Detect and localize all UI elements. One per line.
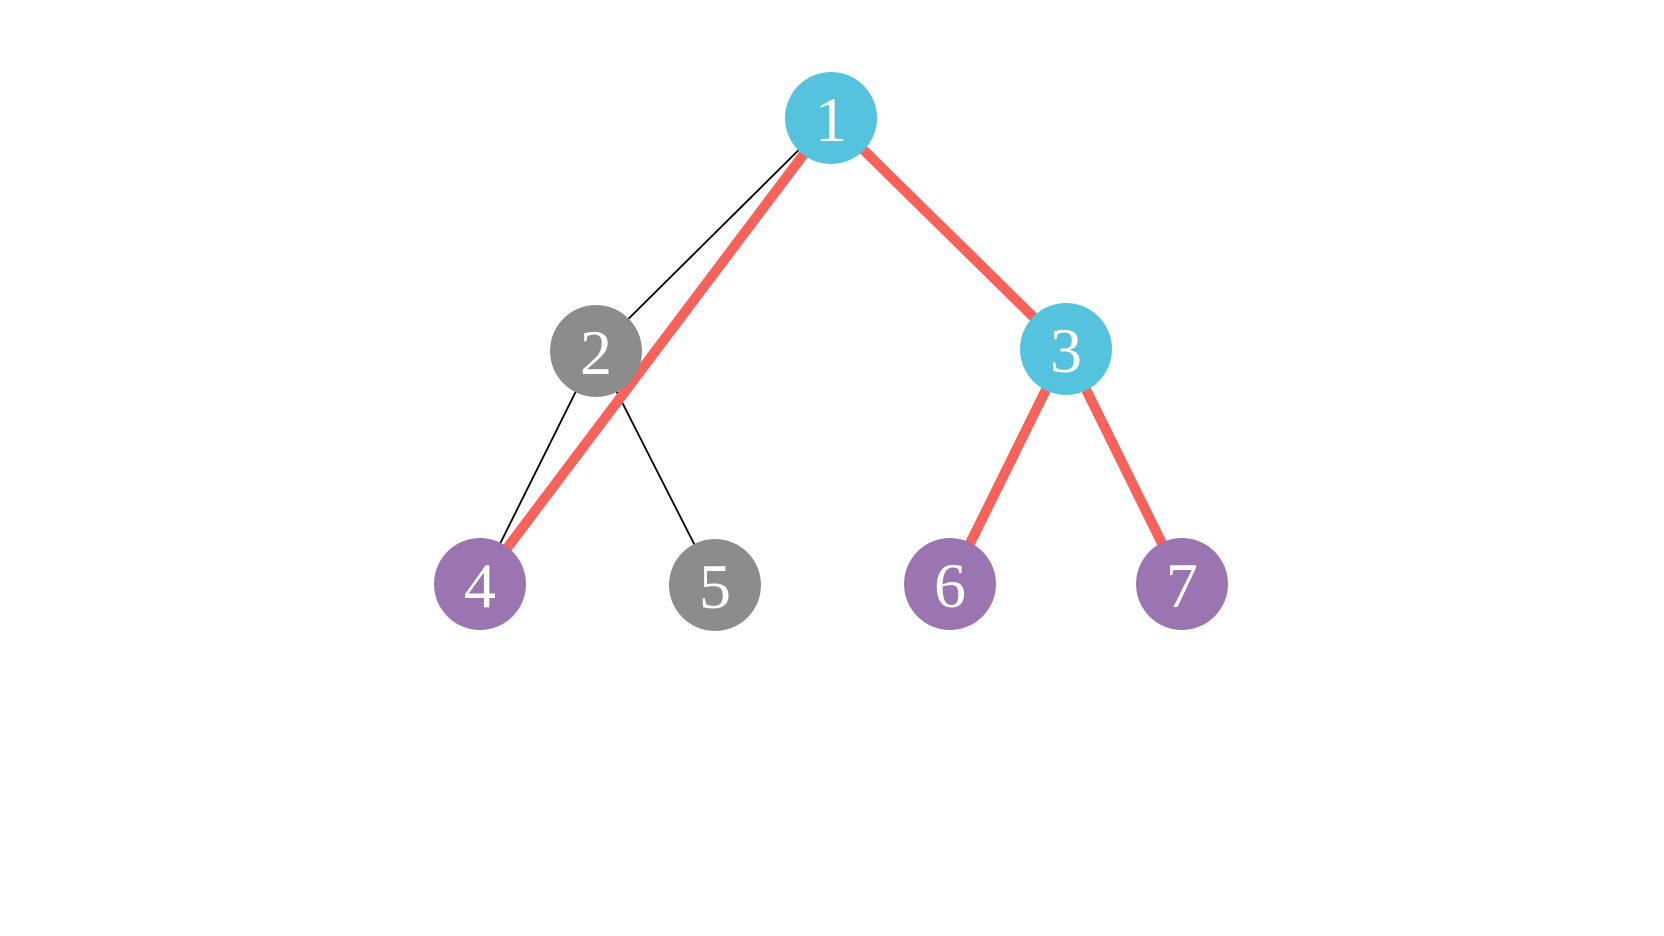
node-5-circle xyxy=(669,539,761,631)
node-5: 5 xyxy=(669,539,761,631)
node-1-circle xyxy=(785,72,877,164)
node-6: 6 xyxy=(904,538,996,630)
node-1: 1 xyxy=(785,72,877,164)
node-3-circle xyxy=(1020,303,1112,395)
node-4-circle xyxy=(434,538,526,630)
node-3: 3 xyxy=(1020,303,1112,395)
node-6-circle xyxy=(904,538,996,630)
edge-1-3-highlighted xyxy=(827,114,1070,353)
edge-1-4-highlighted xyxy=(476,114,835,588)
node-2-circle xyxy=(550,305,642,397)
node-4: 4 xyxy=(434,538,526,630)
node-7-circle xyxy=(1136,538,1228,630)
node-2: 2 xyxy=(550,305,642,397)
edge-1-2 xyxy=(595,117,832,352)
node-7: 7 xyxy=(1136,538,1228,630)
nodes-layer: 1 2 3 4 5 6 7 xyxy=(434,72,1228,631)
